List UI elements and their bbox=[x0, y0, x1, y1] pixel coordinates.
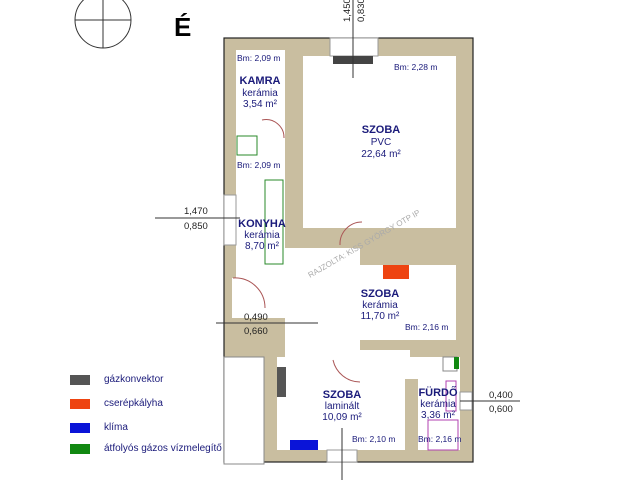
dim-hall-1: 0,490 bbox=[244, 312, 268, 323]
room-area: 3,54 m² bbox=[243, 99, 278, 110]
room-name: SZOBA bbox=[362, 124, 401, 136]
legend-label: klíma bbox=[104, 422, 128, 433]
door-szoba3 bbox=[332, 359, 361, 383]
szoba1-floor bbox=[303, 56, 456, 228]
room-name: FÜRDŐ bbox=[418, 386, 458, 399]
room-szoba-1: Bm: 2,28 m SZOBA PVC 22,64 m² bbox=[361, 62, 437, 160]
szoba3-door-area bbox=[340, 350, 410, 360]
room-kamra: Bm: 2,09 m KAMRA kerámia 3,54 m² bbox=[237, 53, 281, 110]
dim-konyha-2: 0,850 bbox=[184, 221, 208, 232]
ac-swatch bbox=[70, 422, 90, 433]
dim-hall-2: 0,660 bbox=[244, 326, 268, 337]
room-konyha: Bm: 2,09 m KONYHA kerámia 8,70 m² bbox=[237, 160, 286, 252]
legend-item-water-heater: átfolyós gázos vízmelegítő bbox=[70, 443, 222, 454]
dim-bath-1: 0,400 bbox=[489, 390, 513, 401]
compass-icon bbox=[74, 0, 132, 49]
room-szoba-3: Bm: 2,10 m SZOBA laminált 10,09 m² bbox=[322, 389, 395, 444]
door-szoba1 bbox=[339, 221, 363, 246]
room-floor: kerámia bbox=[242, 88, 278, 99]
room-name: SZOBA bbox=[361, 288, 400, 300]
room-height: Bm: 2,16 m bbox=[405, 322, 448, 332]
room-area: 11,70 m² bbox=[361, 311, 400, 322]
legend-item-gas-convector: gázkonvektor bbox=[70, 374, 163, 385]
room-height: Bm: 2,10 m bbox=[352, 434, 395, 444]
legend-label: cserépkályha bbox=[104, 398, 163, 409]
gas-convector-swatch bbox=[70, 374, 90, 385]
room-name: SZOBA bbox=[323, 389, 362, 401]
szoba2-floor bbox=[300, 265, 456, 340]
water-heater-mark bbox=[454, 357, 459, 369]
door-entry bbox=[232, 277, 266, 309]
legend-label: átfolyós gázos vízmelegítő bbox=[104, 443, 222, 454]
dim-top-2: 0,830 bbox=[356, 0, 367, 22]
room-height: Bm: 2,16 m bbox=[418, 434, 461, 444]
room-area: 10,09 m² bbox=[322, 412, 362, 423]
room-floor: kerámia bbox=[420, 399, 456, 410]
tile-stove-szoba2 bbox=[383, 265, 409, 279]
kitchen-counter bbox=[264, 179, 284, 265]
dim-konyha-1: 1,470 bbox=[184, 206, 208, 217]
room-area: 22,64 m² bbox=[361, 149, 401, 160]
szoba3-floor bbox=[277, 357, 405, 450]
legend-item-tile-stove: cserépkályha bbox=[70, 398, 163, 409]
room-szoba-2: Bm: 2,16 m SZOBA kerámia 11,70 m² bbox=[361, 288, 449, 332]
legend-item-ac: klíma bbox=[70, 422, 128, 433]
room-furdo: Bm: 2,16 m FÜRDŐ kerámia 3,36 m² bbox=[418, 386, 461, 444]
room-name: KONYHA bbox=[238, 218, 286, 230]
dim-top-1: 1,450 bbox=[342, 0, 353, 22]
shower-icon bbox=[427, 419, 459, 451]
sink-icon bbox=[445, 380, 457, 412]
north-label: É bbox=[174, 12, 191, 42]
gas-convector-szoba3 bbox=[277, 367, 286, 397]
air-conditioner bbox=[290, 440, 318, 450]
room-name: KAMRA bbox=[240, 75, 281, 87]
room-area: 8,70 m² bbox=[245, 241, 280, 252]
room-floor: PVC bbox=[371, 137, 392, 148]
room-height: Bm: 2,28 m bbox=[394, 62, 437, 72]
dim-bath-2: 0,600 bbox=[489, 404, 513, 415]
room-floor: kerámia bbox=[362, 300, 398, 311]
room-floor: kerámia bbox=[244, 230, 280, 241]
stove-icon bbox=[236, 135, 258, 156]
tile-stove-swatch bbox=[70, 398, 90, 409]
room-height: Bm: 2,09 m bbox=[237, 160, 280, 170]
room-height: Bm: 2,09 m bbox=[237, 53, 280, 63]
window-top bbox=[329, 37, 379, 57]
legend-label: gázkonvektor bbox=[104, 374, 164, 385]
water-heater-swatch bbox=[70, 443, 90, 454]
terrace bbox=[223, 356, 265, 465]
room-floor: laminált bbox=[325, 401, 360, 412]
door-kamra bbox=[261, 119, 285, 139]
window-konyha bbox=[223, 194, 237, 246]
room-area: 3,36 m² bbox=[421, 410, 456, 421]
